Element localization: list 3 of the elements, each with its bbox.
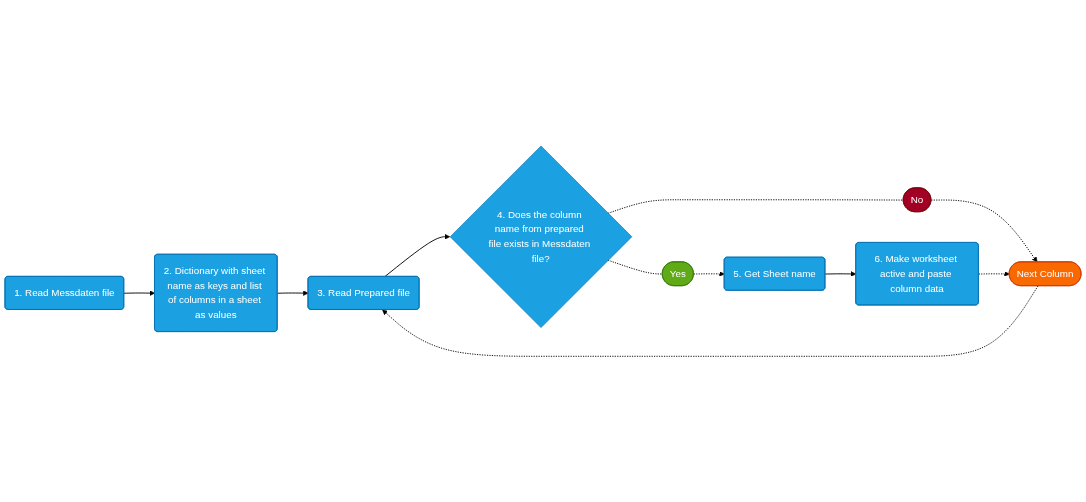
node-diamond: 4. Does the column name from prepared file exists in Messdaten file? <box>449 145 633 328</box>
connector <box>607 199 904 214</box>
connector <box>607 259 663 275</box>
